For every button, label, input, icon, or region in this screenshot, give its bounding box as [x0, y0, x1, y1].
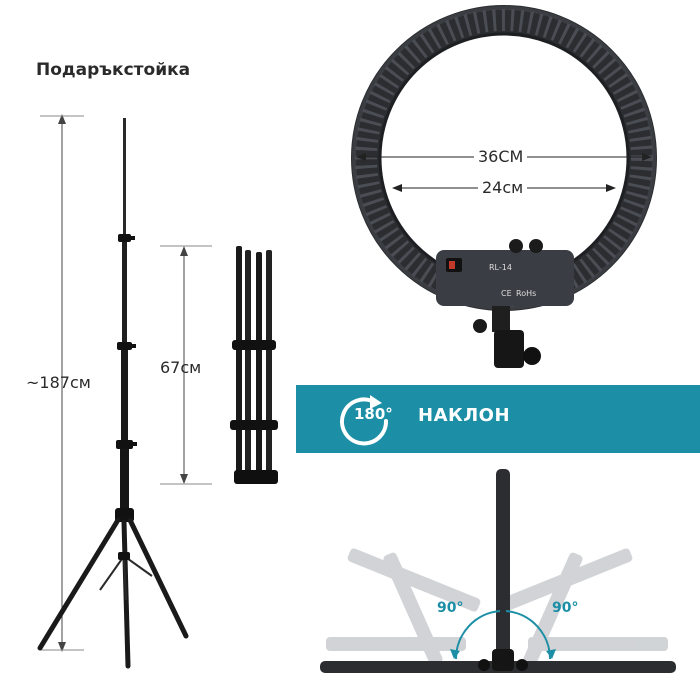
ring-ce-text: CE: [501, 289, 512, 298]
stand-height-label: ~187см: [26, 373, 91, 392]
ring-outer-diameter-label: 36СМ: [474, 147, 528, 166]
ring-model-text: RL-14: [489, 263, 512, 272]
rotation-degree-label: 180°: [354, 405, 393, 423]
ring-inner-diameter-label: 24см: [478, 178, 528, 197]
folded-stand-image: [230, 246, 278, 484]
tilt-positions-image: [320, 469, 676, 673]
folded-height-label: 67см: [160, 358, 202, 377]
rotate-arrow-icon: [340, 395, 389, 446]
stand-panel: Подаръкстойка ~187см: [0, 0, 296, 700]
stand-height-dimension: [40, 114, 84, 652]
rotation-banner: 180° НАКЛОН: [296, 385, 700, 453]
ring-light-panel: RL-14 CE RoHs: [296, 0, 700, 385]
tilt-left-angle-label: 90°: [437, 600, 464, 616]
tilt-right-angle-label: 90°: [552, 600, 579, 616]
stand-title: Подаръкстойка: [36, 60, 191, 80]
tilt-panel: [296, 453, 700, 700]
tilt-title: НАКЛОН: [418, 405, 511, 426]
folded-height-dimension: [160, 245, 212, 485]
tripod-stand-image: [37, 118, 189, 669]
ring-rohs-text: RoHs: [516, 289, 536, 298]
